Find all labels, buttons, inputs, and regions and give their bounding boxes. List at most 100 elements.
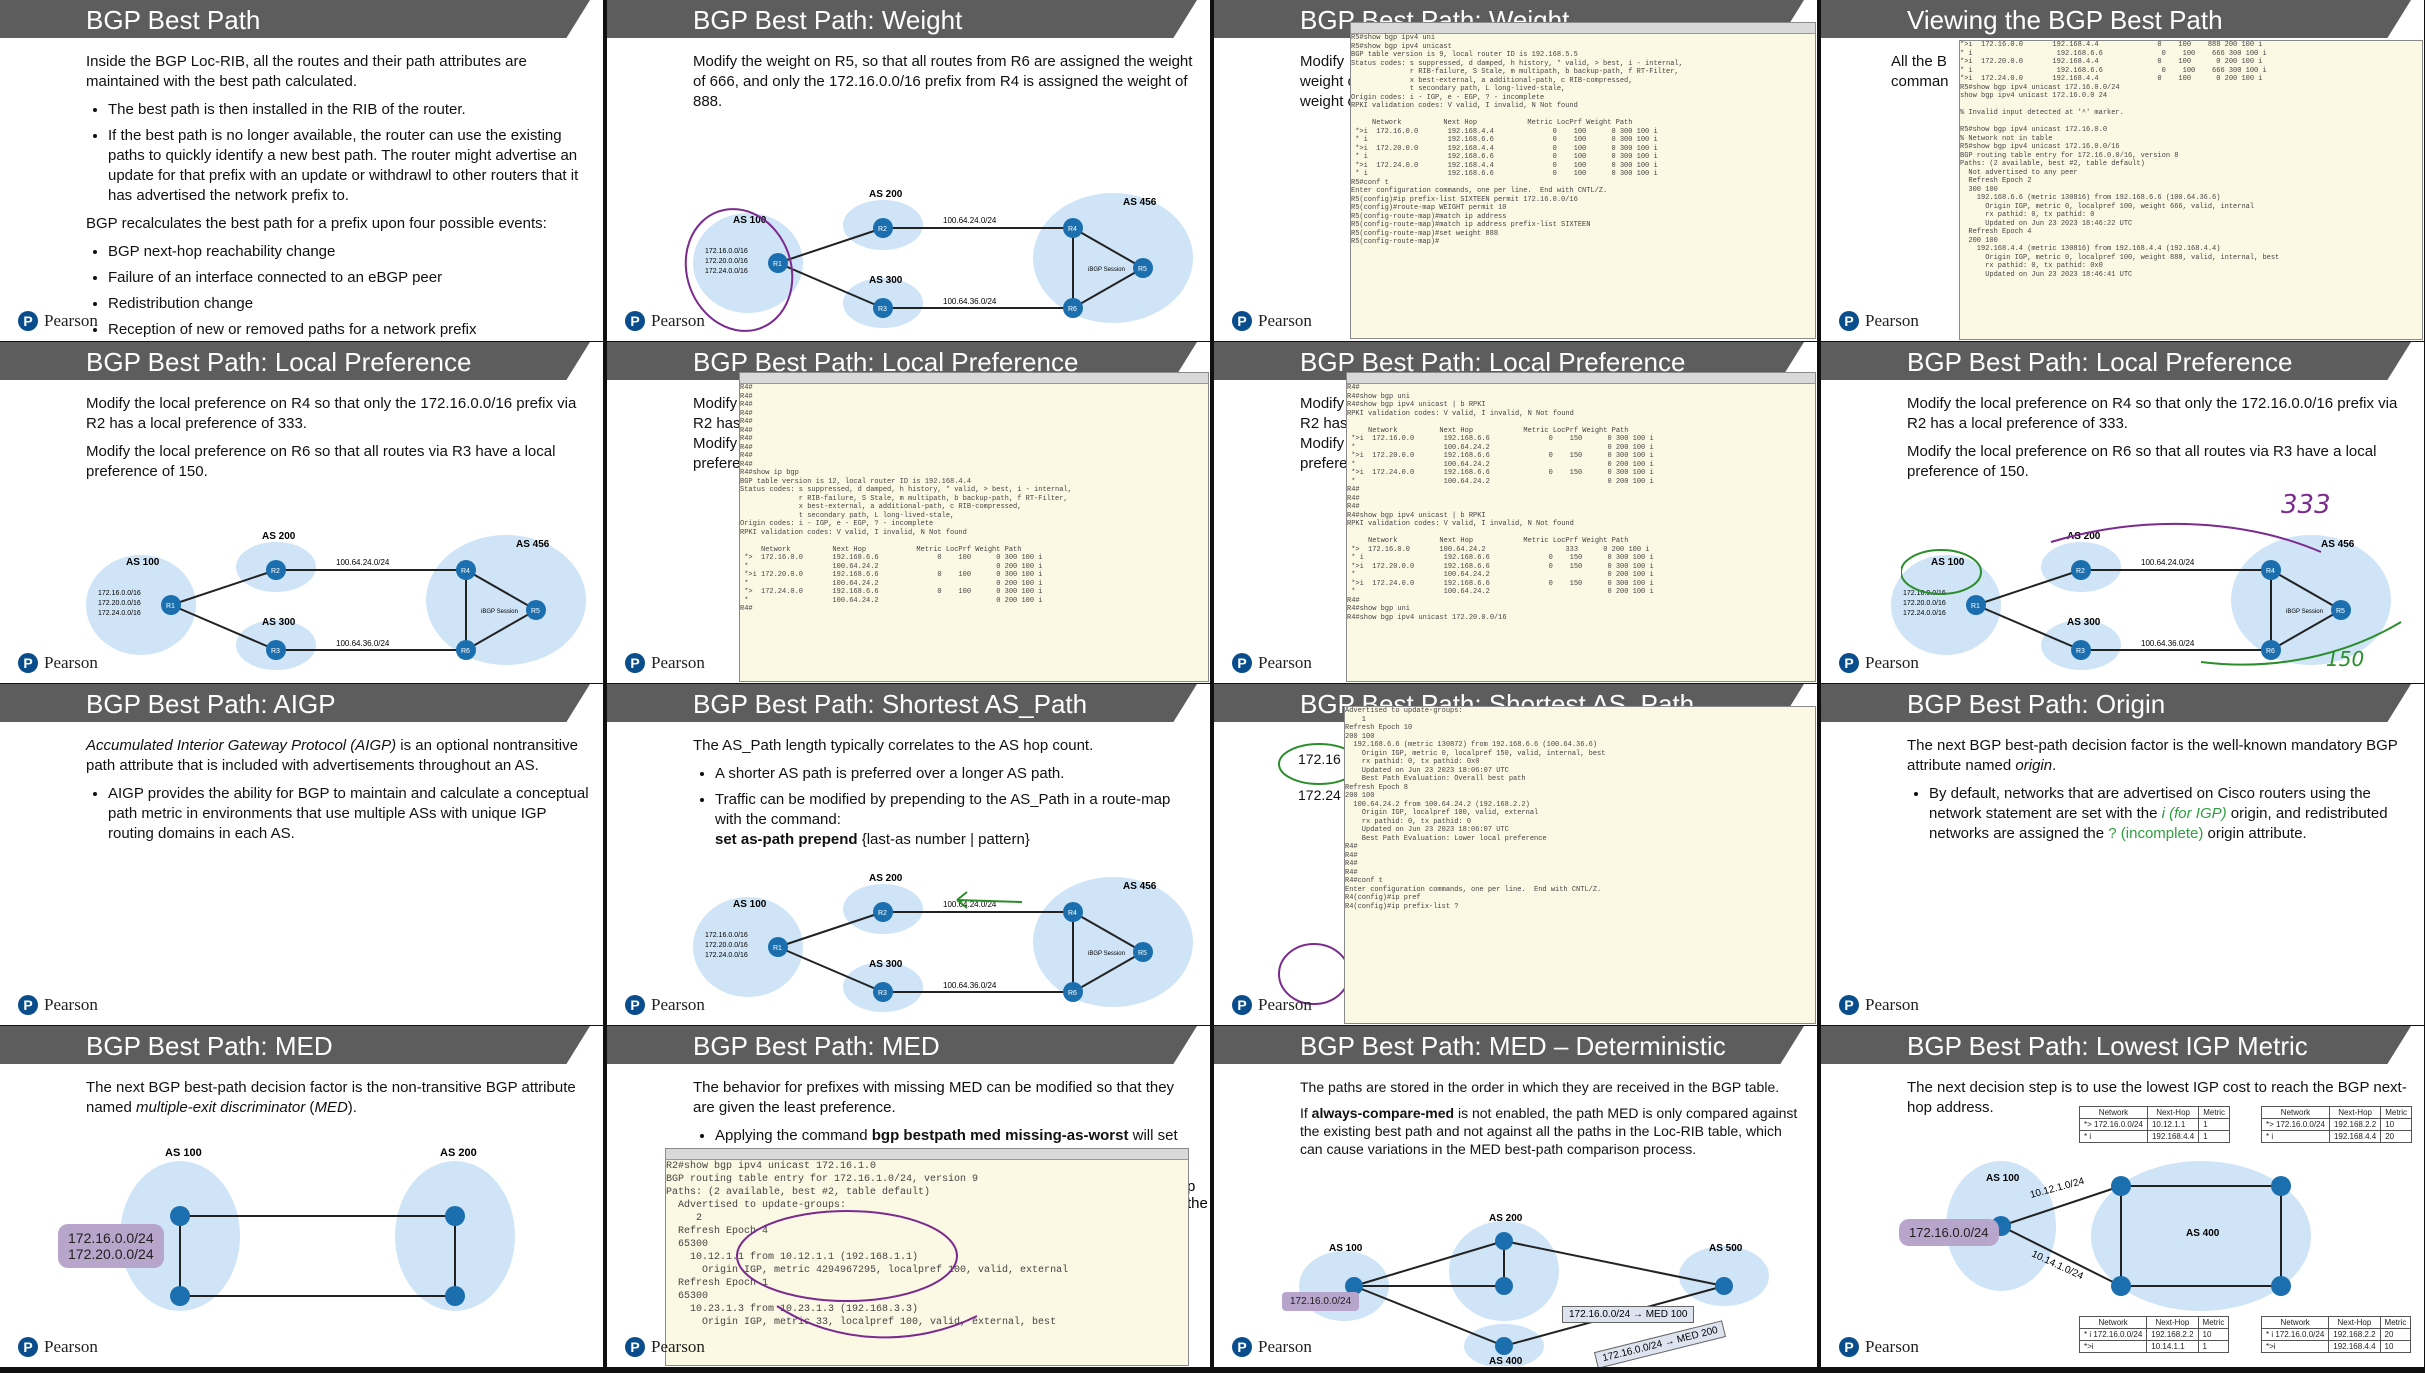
terminal-window[interactable]: R2#show bgp ipv4 unicast 172.16.1.0 BGP … (665, 1148, 1189, 1366)
slide-weight-2[interactable]: BGP Best Path: Weight Modify weight o we… (1214, 0, 1817, 341)
svg-text:R4: R4 (1068, 226, 1077, 233)
slide-local-pref-2[interactable]: BGP Best Path: Local Preference Modify R… (607, 342, 1210, 683)
slide-origin[interactable]: BGP Best Path: Origin The next BGP best-… (1821, 684, 2424, 1025)
slide-aigp[interactable]: BGP Best Path: AIGP Accumulated Interior… (0, 684, 603, 1025)
text-fragment: R2 has (693, 415, 741, 432)
svg-text:R3: R3 (878, 990, 887, 997)
slide-bgp-best-path[interactable]: BGP Best Path Inside the BGP Loc-RIB, al… (0, 0, 603, 341)
svg-text:AS 300: AS 300 (262, 617, 296, 628)
slide-header: BGP Best Path: Origin (1821, 684, 2424, 722)
terminal-window[interactable]: R4# R4#show bgp uni R4#show bgp ipv4 uni… (1346, 372, 1816, 682)
ink-annotation (684, 208, 794, 332)
ink-arrow (956, 891, 1023, 909)
svg-text:172.16.0.0/16: 172.16.0.0/16 (705, 248, 748, 255)
text-fragment: prefere (693, 455, 741, 472)
terminal-titlebar[interactable] (1347, 373, 1815, 384)
svg-text:R6: R6 (461, 648, 470, 655)
slide-viewing-best-path[interactable]: Viewing the BGP Best Path All the B comm… (1821, 0, 2424, 341)
bullet-list: BGP next-hop reachability change Failure… (86, 242, 589, 340)
router-r4 (1495, 1337, 1513, 1355)
slide-local-pref-4[interactable]: BGP Best Path: Local Preference Modify t… (1821, 342, 2424, 683)
slide-lowest-igp-metric[interactable]: BGP Best Path: Lowest IGP Metric The nex… (1821, 1026, 2424, 1367)
router-r4 (2111, 1276, 2131, 1296)
terminal-window[interactable]: Advertised to update-groups: 1 Refresh E… (1344, 706, 1816, 1024)
cloud-as456 (426, 535, 586, 665)
bullet-list: AIGP provides the ability for BGP to mai… (86, 784, 589, 844)
svg-text:R3: R3 (271, 648, 280, 655)
svg-text:R5: R5 (2336, 608, 2345, 615)
bullet: AIGP provides the ability for BGP to mai… (108, 784, 589, 844)
network-diagram: AS 100 AS 200 AS 300 AS 456 172.16.0.0/1… (693, 867, 1198, 1017)
svg-text:172.20.0.0/16: 172.20.0.0/16 (705, 258, 748, 265)
svg-text:100.64.36.0/24: 100.64.36.0/24 (943, 297, 997, 306)
svg-text:R5: R5 (531, 608, 540, 615)
slide-header: BGP Best Path: Weight (607, 0, 1210, 38)
svg-text:100.64.24.0/24: 100.64.24.0/24 (2141, 558, 2195, 567)
router-r3 (873, 982, 893, 1002)
slide-body: Modify R2 has Modify prefere (693, 394, 1196, 474)
terminal-titlebar[interactable] (740, 373, 1208, 384)
slide-med-1[interactable]: BGP Best Path: MED The next BGP best-pat… (0, 1026, 603, 1367)
svg-text:100.64.24.0/24: 100.64.24.0/24 (943, 900, 997, 909)
terminal-window[interactable]: R5#show bgp ipv4 uni R5#show bgp ipv4 un… (1350, 22, 1816, 339)
svg-text:AS 100: AS 100 (733, 899, 767, 910)
svg-text:AS 400: AS 400 (1489, 1356, 1523, 1366)
slide-med-2[interactable]: BGP Best Path: MED The behavior for pref… (607, 1026, 1210, 1367)
slide-body: Inside the BGP Loc-RIB, all the routes a… (86, 52, 589, 341)
terminal-titlebar[interactable] (666, 1149, 1188, 1160)
terminal-window[interactable]: R4# R4# R4# R4# R4# R4# R4# R4# R4# R4# … (739, 372, 1209, 682)
svg-text:AS 100: AS 100 (1986, 1173, 2020, 1184)
slide-header: BGP Best Path: Lowest IGP Metric (1821, 1026, 2424, 1064)
router-r1 (170, 1206, 190, 1226)
svg-text:100.64.36.0/24: 100.64.36.0/24 (2141, 639, 2195, 648)
svg-text:iBGP Session: iBGP Session (1088, 951, 1125, 957)
text-fragment: prefere (1300, 455, 1348, 472)
router-r2 (170, 1286, 190, 1306)
paragraph: Modify the local preference on R6 so tha… (1907, 443, 2377, 480)
slide-shortest-aspath-1[interactable]: BGP Best Path: Shortest AS_Path The AS_P… (607, 684, 1210, 1025)
slide-body: The next BGP best-path decision factor i… (86, 1078, 589, 1126)
svg-text:AS 100: AS 100 (1931, 557, 1965, 568)
paragraph: Modify the local preference on R6 so tha… (86, 443, 556, 480)
router-r1 (768, 937, 788, 957)
paragraph: The AS_Path length typically correlates … (693, 737, 1094, 754)
svg-text:100.64.24.0/24: 100.64.24.0/24 (336, 558, 390, 567)
paragraph: Modify the local preference on R4 so tha… (1907, 395, 2398, 432)
slide-shortest-aspath-2[interactable]: BGP Best Path: Shortest AS_Path 172.16 1… (1214, 684, 1817, 1025)
slide-body: The next decision step is to use the low… (1907, 1078, 2410, 1126)
svg-text:R3: R3 (2076, 648, 2085, 655)
bullet: Reception of new or removed paths for a … (108, 320, 589, 340)
slide-body: 172.16 172.24 (1298, 750, 1803, 804)
slide-local-pref-3[interactable]: BGP Best Path: Local Preference Modify R… (1214, 342, 1817, 683)
router-r5 (2271, 1276, 2291, 1296)
paragraph: Modify the weight on R5, so that all rou… (693, 53, 1193, 110)
svg-text:100.64.36.0/24: 100.64.36.0/24 (336, 639, 390, 648)
svg-text:172.16.0.0/16: 172.16.0.0/16 (1903, 590, 1946, 597)
router-r2 (873, 902, 893, 922)
slide-header: BGP Best Path: Shortest AS_Path (607, 684, 1210, 722)
svg-text:R1: R1 (773, 261, 782, 268)
slide-title: BGP Best Path: MED (86, 1031, 333, 1061)
slide-weight-1[interactable]: BGP Best Path: Weight Modify the weight … (607, 0, 1210, 341)
bullet-list: The best path is then installed in the R… (86, 100, 589, 206)
svg-text:AS 400: AS 400 (2186, 1228, 2220, 1239)
igp-diagram: AS 100 AS 400 10.12.1.0/24 10.14.1.0/24 (1946, 1161, 2311, 1311)
router-r5 (2331, 600, 2351, 620)
svg-text:100.64.24.0/24: 100.64.24.0/24 (943, 216, 997, 225)
terminal-titlebar[interactable] (1351, 23, 1815, 34)
ink-annotation (736, 1210, 978, 1339)
router-r5 (1715, 1277, 1733, 1295)
terminal-window[interactable]: *>i 172.16.0.0 192.168.4.4 0 100 888 200… (1959, 40, 2423, 340)
slide-local-pref-1[interactable]: BGP Best Path: Local Preference Modify t… (0, 342, 603, 683)
router-r1 (768, 253, 788, 273)
slide-med-deterministic[interactable]: BGP Best Path: MED – Deterministic The p… (1214, 1026, 1817, 1367)
text-fragment: comman (1891, 73, 1949, 90)
router-r3 (445, 1206, 465, 1226)
